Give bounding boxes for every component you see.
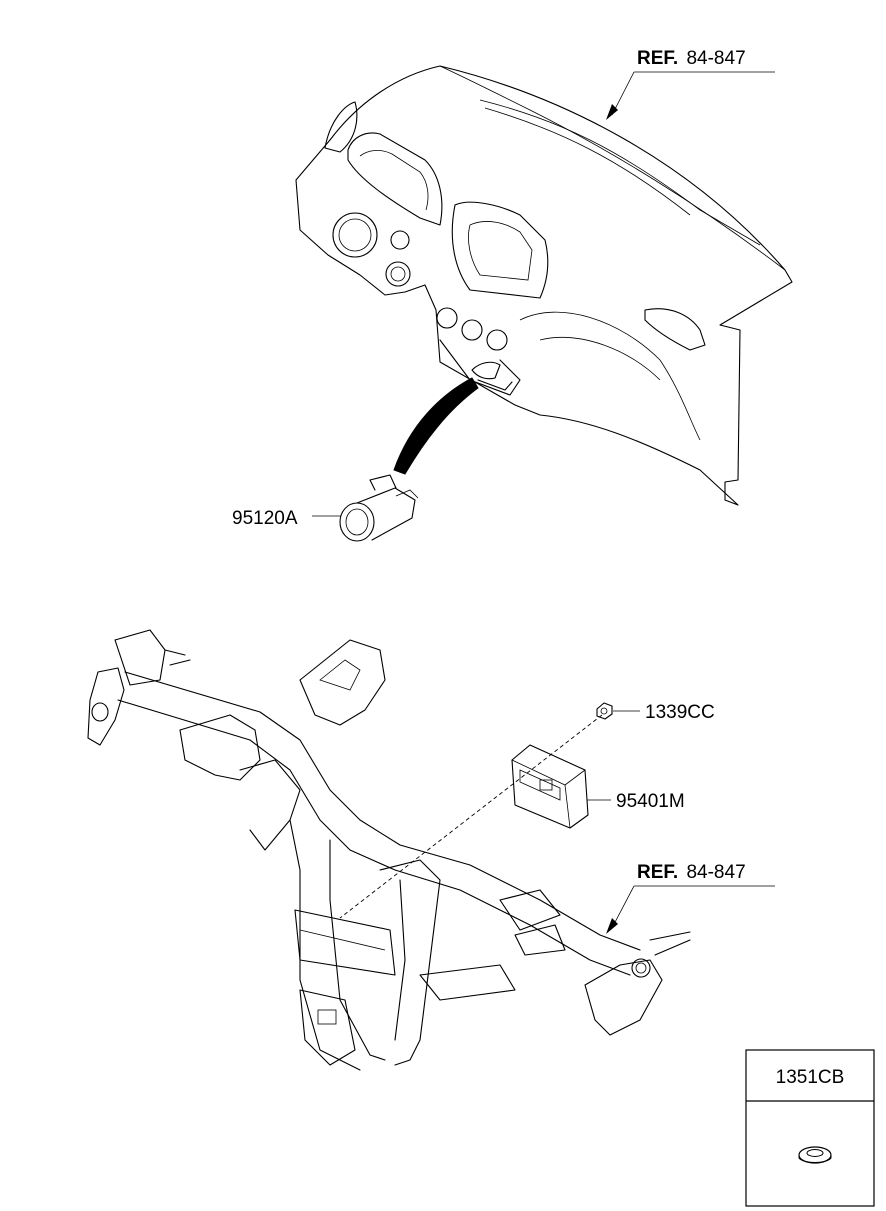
part-label-95401M: 95401M (616, 791, 685, 812)
ref-prefix: REF. (637, 48, 678, 69)
switch-part-95120A (339, 474, 419, 542)
ref-code: 84-847 (686, 48, 745, 69)
legend-box-1351CB: 1351CB (745, 1049, 875, 1207)
pointer-arrow (393, 377, 479, 475)
mounting-dashed-line (339, 714, 603, 919)
washer-icon (798, 1146, 832, 1164)
part-label-1339CC: 1339CC (645, 702, 715, 723)
ref-callout-top: REF. 84-847 (637, 48, 746, 69)
dashboard-assembly (295, 65, 793, 506)
ref-prefix: REF. (637, 862, 678, 883)
ref-callout-bottom: REF. 84-847 (637, 862, 746, 883)
callout-leaders (312, 71, 775, 934)
legend-part-label: 1351CB (776, 1067, 845, 1088)
nut-part-1339CC (596, 702, 613, 720)
part-label-95120A: 95120A (232, 508, 298, 529)
ref-code: 84-847 (686, 862, 745, 883)
crossmember-assembly (87, 629, 691, 1071)
module-part-95401M (511, 744, 589, 829)
